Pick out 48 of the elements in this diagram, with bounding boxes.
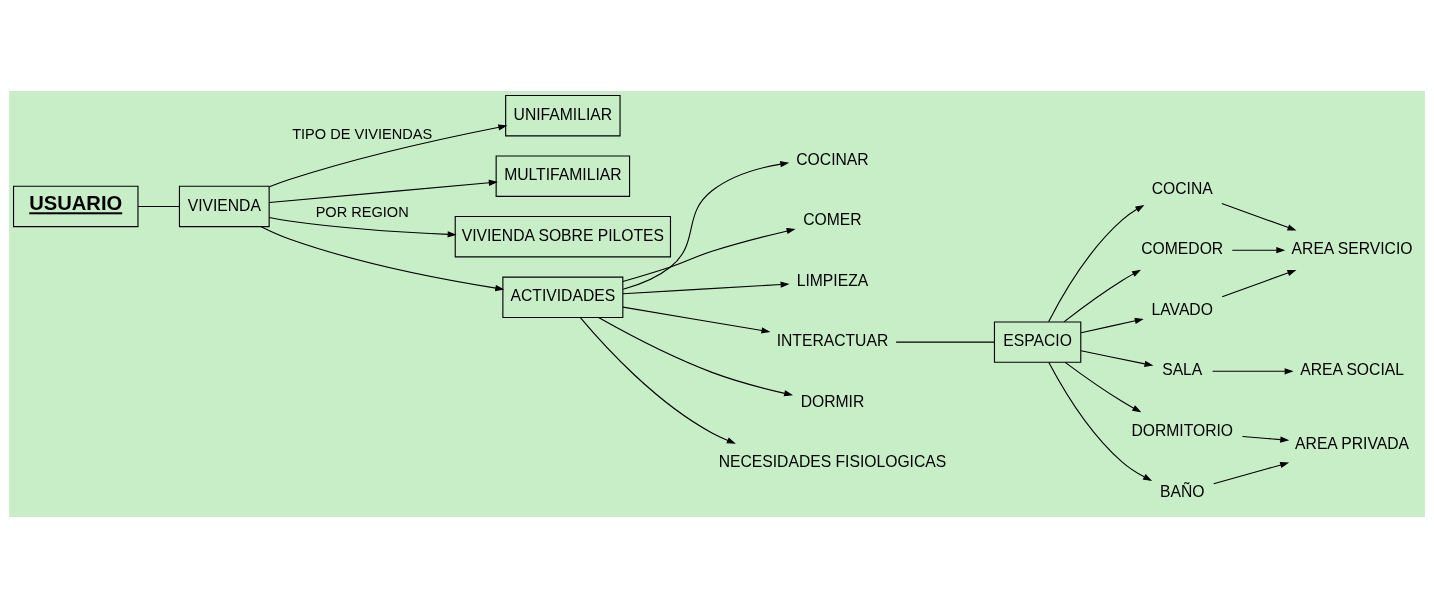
arrow	[268, 124, 508, 188]
arrow	[1221, 269, 1297, 298]
node-text: AREA SOCIAL	[1300, 361, 1404, 379]
arrow	[1048, 362, 1153, 481]
node-text: DORMITORIO	[1131, 421, 1234, 439]
node-text: AREA SERVICIO	[1291, 240, 1413, 258]
arrow	[260, 226, 505, 292]
node-box: ACTIVIDADES	[502, 276, 624, 318]
arrow	[1080, 350, 1154, 367]
node-box: UNIFAMILIAR	[505, 94, 621, 137]
node-box: VIVIENDA	[178, 185, 270, 228]
node-box: MULTIFAMILIAR	[495, 155, 631, 197]
node-text: COMEDOR	[1141, 240, 1224, 258]
arrow	[1221, 203, 1297, 231]
node-box: USUARIO	[12, 185, 139, 228]
edge-label: TIPO DE VIVIENDAS	[292, 125, 433, 142]
arrow	[1063, 269, 1141, 323]
arrow	[622, 228, 796, 283]
arrow	[1231, 247, 1286, 254]
arrow	[1080, 317, 1144, 334]
arrow	[1048, 204, 1145, 323]
arrow	[622, 306, 771, 334]
arrow	[622, 281, 790, 295]
arrow	[622, 161, 790, 290]
node-text: SALA	[1162, 361, 1203, 379]
node-box: VIVIENDA SOBRE PILOTES	[454, 216, 672, 258]
arrow	[268, 179, 498, 204]
arrow	[1212, 368, 1294, 375]
node-text: COCINAR	[796, 150, 869, 168]
arrow	[598, 317, 794, 397]
node-text: COCINA	[1151, 179, 1213, 197]
arrow	[1213, 462, 1290, 485]
connector	[137, 205, 180, 208]
node-text: COMER	[803, 211, 862, 229]
arrow	[1064, 361, 1142, 413]
node-box: ESPACIO	[993, 321, 1082, 363]
node-text: DORMIR	[800, 392, 865, 410]
edge-label: POR REGION	[315, 204, 409, 221]
node-text: NECESIDADES FISIOLOGICAS	[718, 453, 947, 471]
node-text: LIMPIEZA	[796, 271, 869, 289]
node-text: AREA PRIVADA	[1295, 435, 1410, 453]
connector	[895, 341, 995, 343]
arrow	[579, 317, 736, 444]
arrow	[268, 216, 457, 238]
node-text: BAÑO	[1160, 482, 1205, 500]
node-text: INTERACTUAR	[776, 332, 889, 350]
node-text: LAVADO	[1151, 300, 1213, 318]
arrow	[1241, 436, 1290, 443]
